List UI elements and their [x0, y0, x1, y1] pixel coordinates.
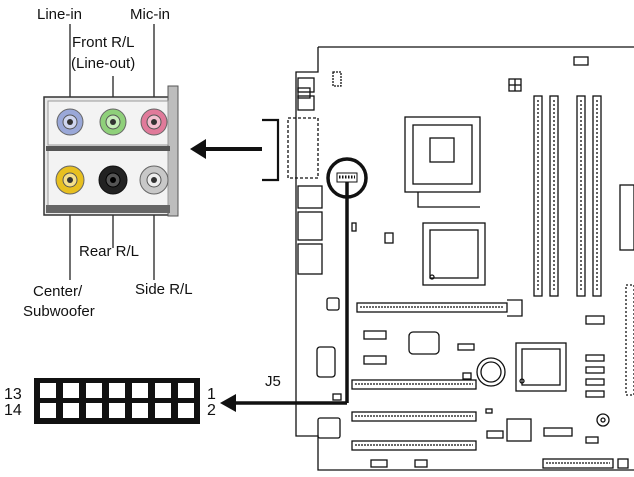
header-pin	[155, 403, 171, 418]
header-pin	[86, 403, 102, 418]
side-rl-label: Side R/L	[135, 281, 193, 298]
mic-in-label: Mic-in	[130, 6, 170, 23]
subwoofer-label: Subwoofer	[23, 303, 95, 320]
header-pin	[63, 403, 79, 418]
front-rl-label: Front R/L	[72, 34, 135, 51]
audio-arrow	[190, 118, 280, 182]
header-pin	[109, 403, 125, 418]
header-pin	[40, 383, 56, 398]
center-subwoofer-jack	[55, 165, 85, 195]
line-out-jack	[99, 108, 127, 136]
mic-in-jack	[140, 108, 168, 136]
header-pin	[132, 383, 148, 398]
header-pin	[178, 403, 194, 418]
header-pin	[155, 383, 171, 398]
header-pin	[109, 383, 125, 398]
line-in-label: Line-in	[37, 6, 83, 23]
header-pin	[132, 403, 148, 418]
rear-jack	[98, 165, 128, 195]
pin-1-label: 1	[207, 386, 216, 403]
line-in-jack	[56, 108, 84, 136]
header-pin	[40, 403, 56, 418]
j5-arrow	[220, 157, 368, 412]
pin-2-label: 2	[207, 402, 216, 419]
j5-label: J5	[265, 373, 281, 390]
center-label: Center/	[33, 283, 83, 300]
pin-13-label: 13	[4, 386, 22, 403]
header-pin	[178, 383, 194, 398]
pin-14-label: 14	[4, 402, 22, 419]
rear-rl-label: Rear R/L	[79, 243, 140, 260]
j5-pin-header	[34, 378, 200, 424]
line-out-label: (Line-out)	[71, 55, 136, 72]
side-jack	[139, 165, 169, 195]
header-pin	[86, 383, 102, 398]
header-pin	[63, 383, 79, 398]
motherboard	[287, 46, 634, 471]
audio-jack-panel	[43, 85, 179, 217]
